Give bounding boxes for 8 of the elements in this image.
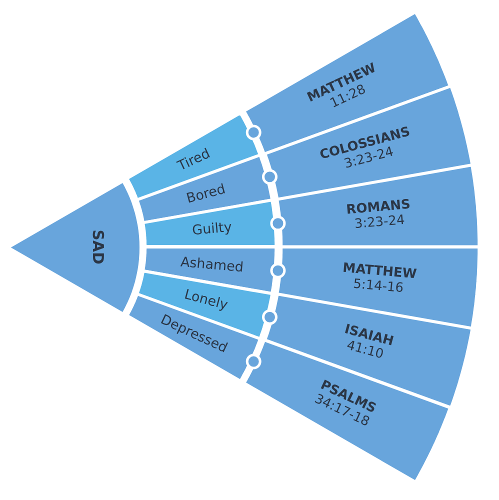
- emotion-heading: SAD: [89, 230, 107, 264]
- emotion-label: Tired: [175, 146, 212, 175]
- verse-reference: 3:23-24: [353, 212, 405, 232]
- emotion-label: Bored: [184, 181, 228, 207]
- verse-reference: 5:14-16: [352, 277, 404, 298]
- emotion-label: Guilty: [192, 219, 233, 239]
- emotion-label: Ashamed: [180, 254, 244, 276]
- emotion-label: Lonely: [182, 286, 230, 314]
